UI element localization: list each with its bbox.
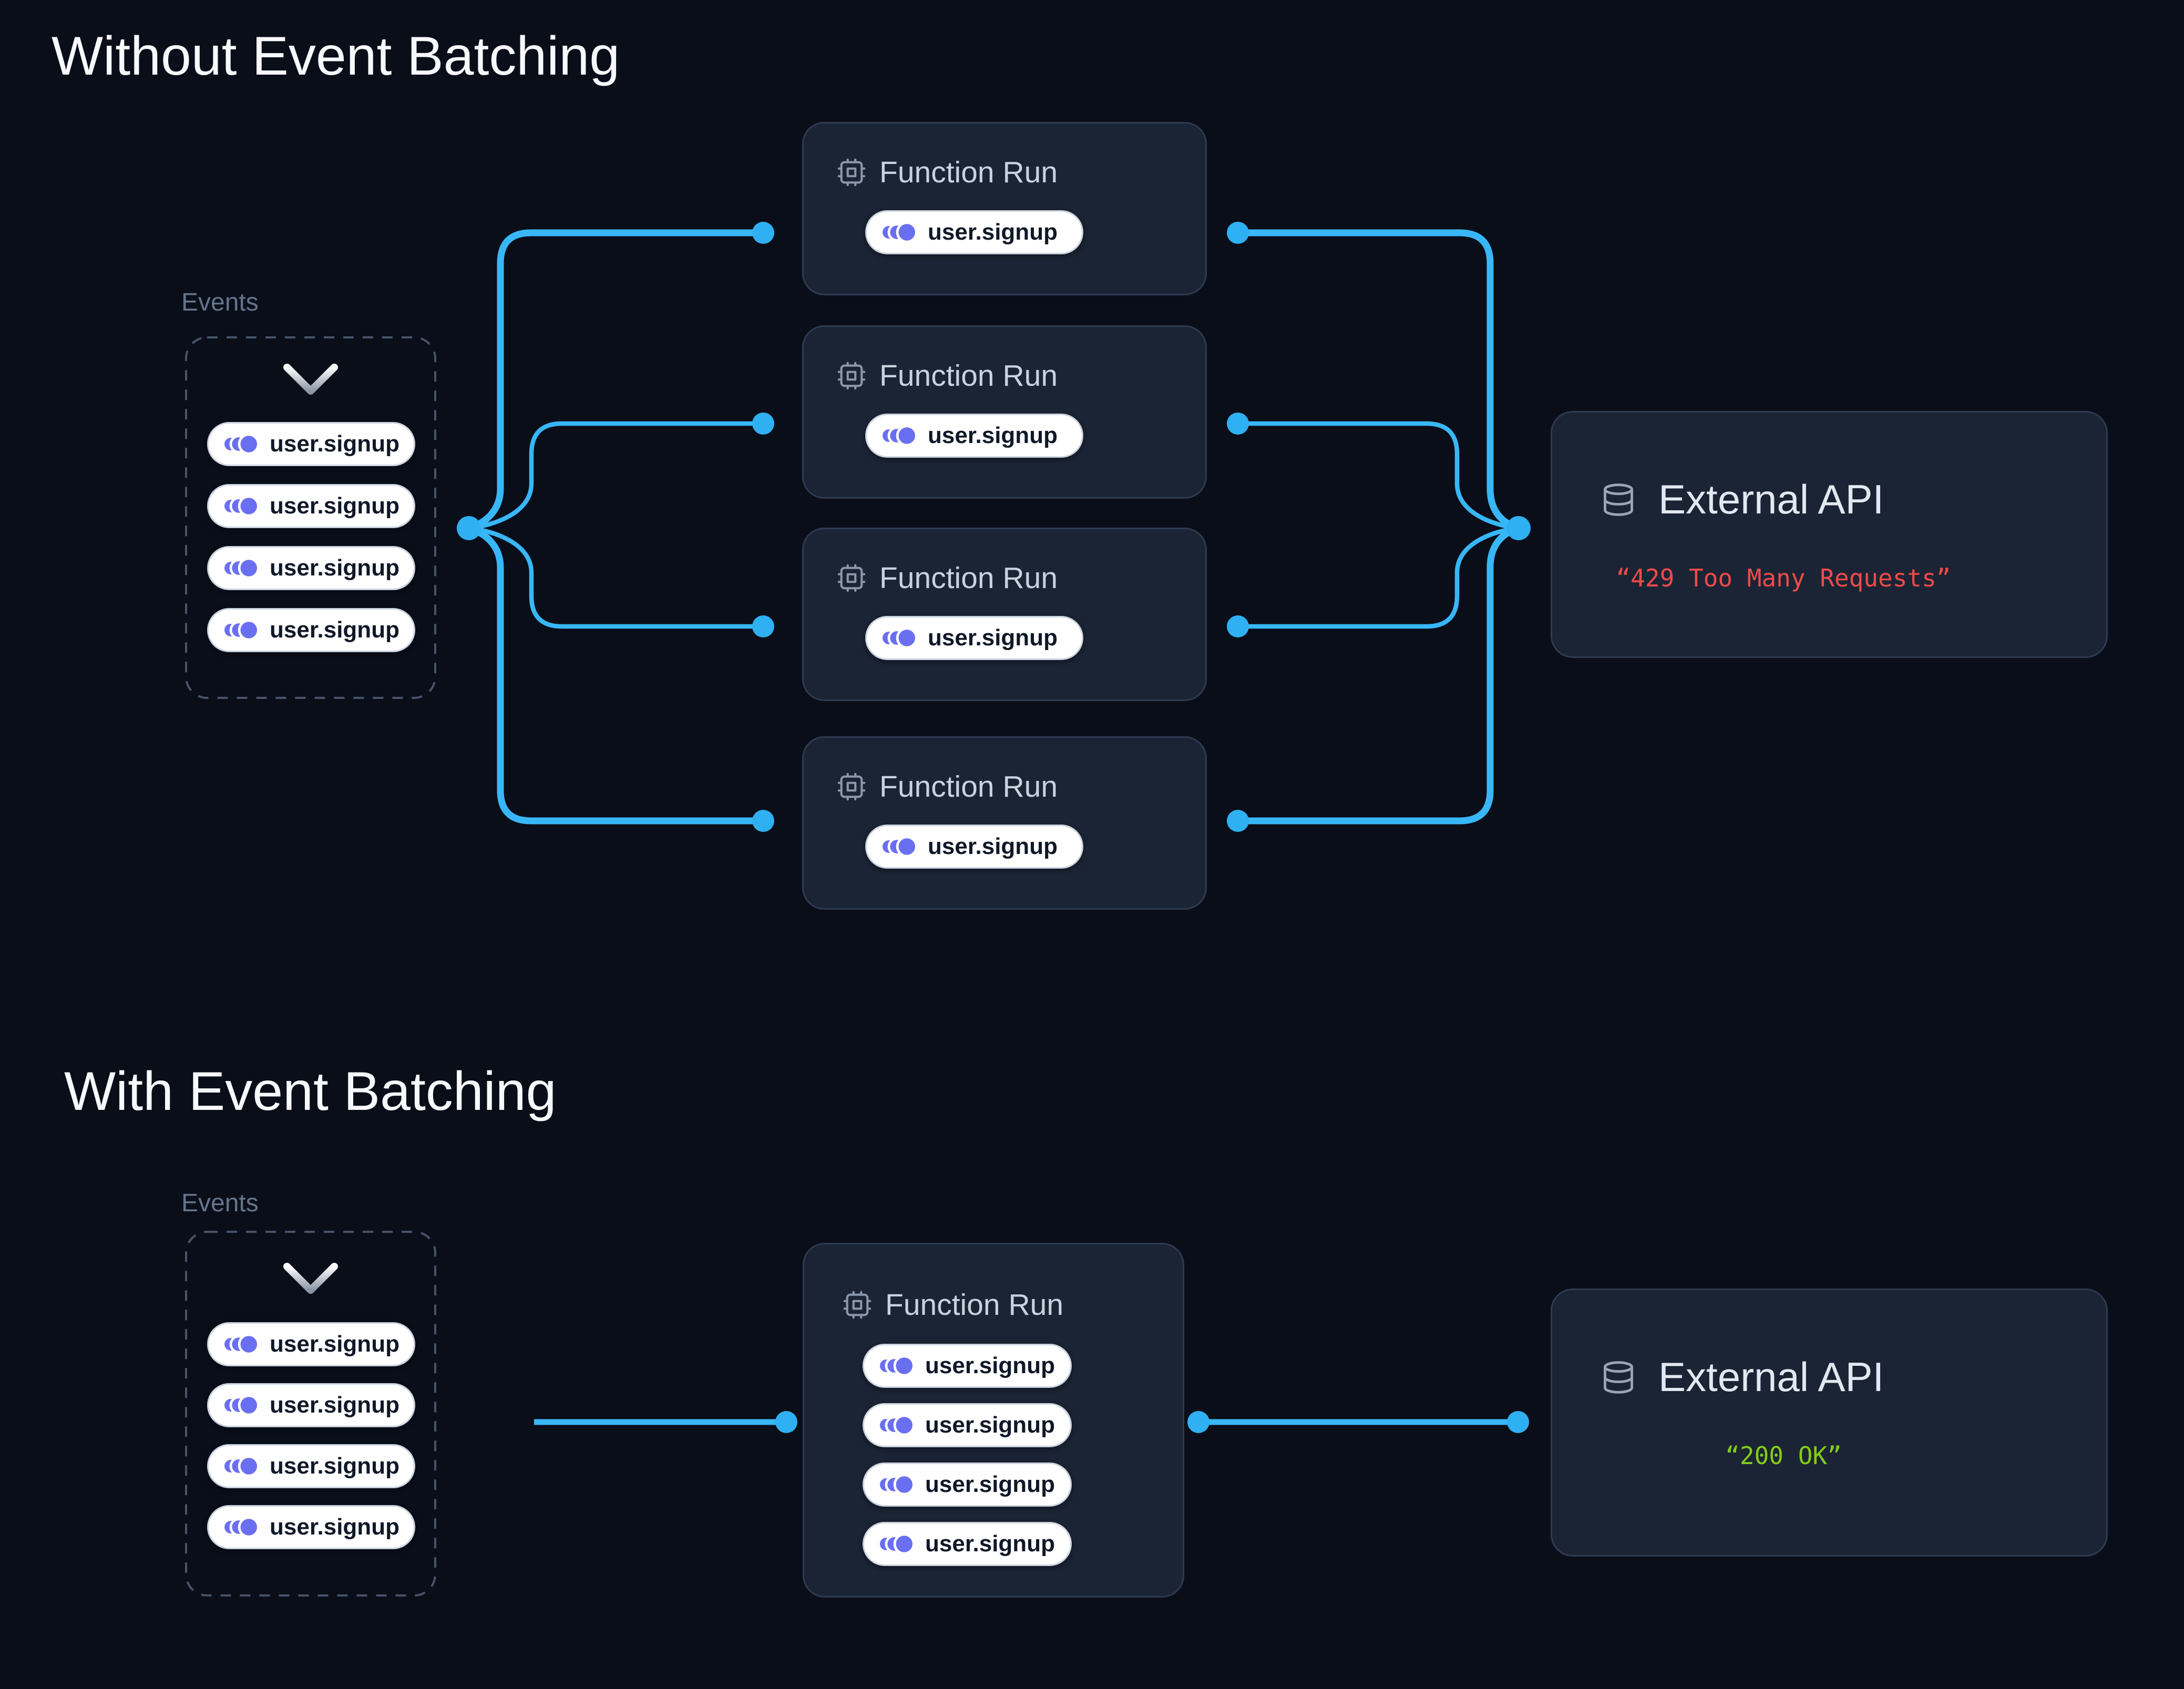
external-api-title: External API [1658, 1354, 1884, 1400]
events-box-border [185, 336, 436, 699]
function-run-card: Function Run user.signup [802, 528, 1207, 701]
event-stream-icon [224, 620, 260, 641]
event-pill-label: user.signup [270, 1453, 399, 1479]
chevron-down-icon [283, 364, 338, 395]
cpu-icon [836, 157, 867, 188]
cpu-icon [836, 361, 867, 391]
function-run-header: Function Run [836, 358, 1058, 393]
function-run-header: Function Run [842, 1288, 1063, 1322]
function-run-card: Function Run user.signup [802, 736, 1207, 910]
event-pill-label: user.signup [270, 617, 399, 643]
event-pill: user.signup [865, 414, 1083, 458]
event-pill: user.signup [207, 1505, 415, 1549]
event-pill: user.signup [207, 422, 415, 466]
event-pill-label: user.signup [925, 1471, 1055, 1497]
events-label: Events [181, 289, 259, 316]
function-run-label: Function Run [879, 359, 1058, 393]
function-run-label: Function Run [885, 1288, 1064, 1322]
connection-dots [457, 222, 1531, 1433]
event-stream-icon [880, 1415, 916, 1436]
event-pill-label: user.signup [928, 219, 1058, 245]
external-api-card: External API “429 Too Many Requests” [1551, 411, 2108, 658]
event-pill: user.signup [863, 1344, 1072, 1388]
fanout-left-wires [467, 229, 763, 825]
event-pill: user.signup [865, 210, 1083, 254]
event-stream-icon [224, 1334, 260, 1355]
fanin-right-wires [1238, 229, 1520, 825]
api-status-text: “429 Too Many Requests” [1616, 564, 1951, 592]
event-pill-label: user.signup [270, 555, 399, 581]
function-run-label: Function Run [879, 561, 1058, 595]
section-title-without-batching: Without Event Batching [52, 26, 620, 87]
event-pill-label: user.signup [928, 833, 1058, 859]
events-label: Events [181, 1189, 259, 1217]
event-pill: user.signup [207, 484, 415, 528]
cpu-icon [836, 563, 867, 593]
external-api-header: External API [1601, 1353, 1884, 1401]
event-pill-label: user.signup [270, 493, 399, 519]
event-stream-icon [883, 222, 918, 243]
event-pill: user.signup [207, 546, 415, 590]
event-pill-label: user.signup [270, 1392, 399, 1418]
event-pill-label: user.signup [925, 1353, 1055, 1378]
event-pill: user.signup [207, 1322, 415, 1366]
cpu-icon [842, 1290, 873, 1320]
cpu-icon [836, 771, 867, 802]
function-run-header: Function Run [836, 561, 1058, 595]
event-pill: user.signup [207, 1383, 415, 1427]
event-stream-icon [880, 1533, 916, 1554]
function-run-label: Function Run [879, 770, 1058, 804]
event-stream-icon [224, 1456, 260, 1477]
database-icon [1601, 478, 1636, 522]
event-stream-icon [883, 836, 918, 857]
event-stream-icon [224, 1395, 260, 1416]
external-api-title: External API [1658, 476, 1884, 522]
event-pill: user.signup [863, 1522, 1072, 1566]
events-box-border [185, 1231, 436, 1597]
event-pill: user.signup [207, 1444, 415, 1488]
event-pill: user.signup [865, 616, 1083, 660]
event-stream-icon [224, 558, 260, 579]
function-run-card-batched: Function Run user.signup user.signup use… [803, 1243, 1184, 1598]
event-pill: user.signup [865, 825, 1083, 869]
event-pill-label: user.signup [270, 1514, 399, 1540]
function-run-card: Function Run user.signup [802, 325, 1207, 499]
event-stream-icon [224, 496, 260, 517]
event-pill: user.signup [863, 1403, 1072, 1447]
event-pill-label: user.signup [270, 1331, 399, 1357]
event-pill-label: user.signup [928, 625, 1058, 651]
event-pill-label: user.signup [270, 431, 399, 457]
event-stream-icon [224, 434, 260, 455]
function-run-header: Function Run [836, 769, 1058, 804]
function-run-card: Function Run user.signup [802, 122, 1207, 295]
database-icon [1601, 1355, 1636, 1399]
event-pill: user.signup [207, 608, 415, 652]
chevron-down-icon [283, 1263, 338, 1294]
event-stream-icon [883, 425, 918, 446]
function-run-header: Function Run [836, 155, 1058, 190]
event-stream-icon [880, 1474, 916, 1495]
event-stream-icon [224, 1517, 260, 1538]
event-pill-label: user.signup [925, 1531, 1055, 1557]
function-run-label: Function Run [879, 156, 1058, 189]
event-stream-icon [883, 627, 918, 648]
api-status-text: “200 OK” [1725, 1441, 1842, 1470]
section-title-with-batching: With Event Batching [64, 1061, 557, 1122]
event-stream-icon [880, 1355, 916, 1376]
external-api-header: External API [1601, 476, 1884, 523]
event-pill-label: user.signup [925, 1412, 1055, 1438]
external-api-card: External API “200 OK” [1551, 1289, 2108, 1557]
event-pill-label: user.signup [928, 423, 1058, 448]
event-pill: user.signup [863, 1463, 1072, 1507]
